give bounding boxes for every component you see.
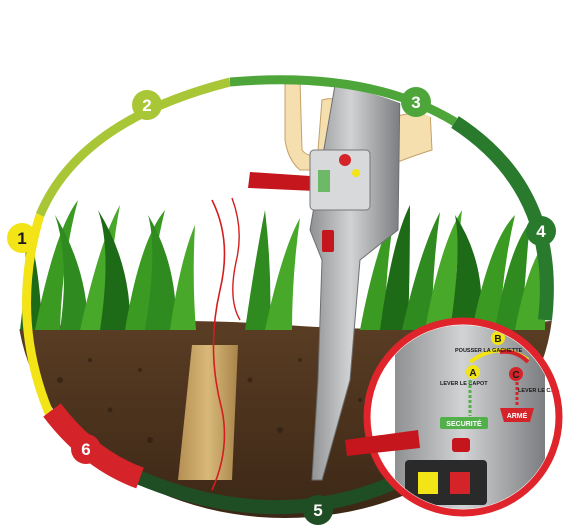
detail-letter-a: A <box>469 368 476 379</box>
step-badge-2: 2 <box>132 90 162 120</box>
step-number-3: 3 <box>411 93 420 112</box>
detail-arc-red <box>499 349 530 364</box>
step-number-1: 1 <box>17 229 26 248</box>
detail-slot-right <box>450 472 470 494</box>
tool-window <box>309 149 371 211</box>
detail-badge-c <box>509 367 523 381</box>
detail-lift-hood-left: LEVER LE CAPOT <box>440 381 488 387</box>
ring-segment-2 <box>35 77 232 217</box>
detail-badge-b <box>491 331 505 345</box>
soil-hole <box>178 345 238 480</box>
detail-letter-b: B <box>494 334 501 345</box>
step-number-4: 4 <box>536 222 546 241</box>
detail-safety-text: SECURITÉ <box>446 419 482 428</box>
detail-safety-badge <box>440 417 488 429</box>
ring-segment-3 <box>229 75 458 126</box>
step-badge-5: 5 <box>303 495 333 525</box>
detail-letter-c: C <box>512 370 519 381</box>
step-badge-4: 4 <box>526 216 556 246</box>
tool-indicator-yellow <box>352 169 360 177</box>
ring-segment-5 <box>137 463 424 515</box>
step-number-2: 2 <box>142 96 151 115</box>
root-line-branch <box>231 197 241 321</box>
grass <box>20 200 550 330</box>
root-line <box>211 199 226 491</box>
detail-red-lever <box>345 430 420 456</box>
detail-push-trigger: POUSSER LA GACHETTE <box>455 348 523 354</box>
tool-indicator-red <box>339 154 351 166</box>
step-badge-6: 6 <box>71 434 101 464</box>
tool-red-clip <box>322 230 334 252</box>
detail-slot-left <box>418 472 438 494</box>
detail-armed-text: ARMÉ <box>507 411 528 420</box>
detail-lift-hood-right: LEVER LE CAPOT <box>518 388 566 394</box>
detail-red-clip <box>452 438 470 452</box>
detail-badge-a <box>466 365 480 379</box>
ring-segment-4 <box>451 116 554 321</box>
step-badge-1: 1 <box>7 223 37 253</box>
step-number-5: 5 <box>313 501 322 520</box>
detail-armed-badge <box>500 408 534 422</box>
step-badge-3: 3 <box>401 87 431 117</box>
detail-zoom: B POUSSER LA GACHETTE A C LEVER LE CAPOT… <box>345 317 566 517</box>
tool-indicator-green <box>318 170 330 192</box>
step-number-6: 6 <box>81 440 90 459</box>
